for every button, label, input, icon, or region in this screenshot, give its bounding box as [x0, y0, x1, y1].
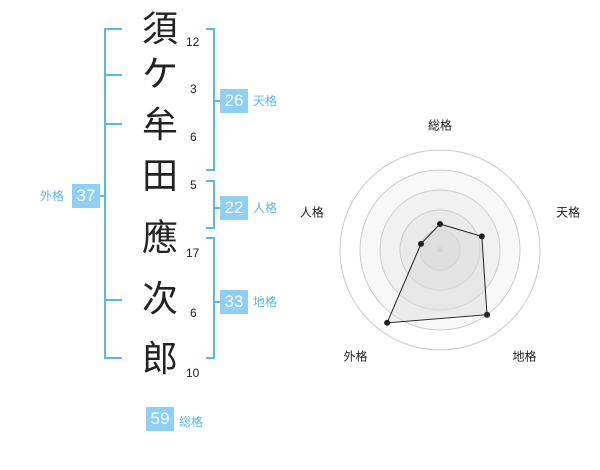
stroke-count-2: 3	[190, 82, 197, 96]
gaikaku-label: 外格	[40, 189, 65, 203]
name-char-4: 田	[141, 156, 178, 197]
stroke-count-6: 6	[190, 306, 197, 320]
name-char-2: ケ	[141, 54, 178, 95]
soukaku-label: 総格	[179, 415, 204, 429]
radar-polygon	[386, 223, 488, 324]
jinkaku-badge: 22	[220, 196, 248, 220]
radar-axis-label-1: 総格	[428, 118, 452, 133]
name-char-7: 郎	[141, 339, 178, 380]
radar-point-2	[478, 233, 485, 240]
jinkaku-label: 人格	[253, 201, 278, 215]
stroke-count-4: 5	[190, 178, 197, 192]
radar-point-4	[384, 319, 391, 326]
radar-axis-label-2: 天格	[556, 204, 580, 219]
tenkaku-label: 天格	[253, 94, 278, 108]
name-char-1: 須	[141, 9, 178, 50]
stroke-count-7: 10	[186, 366, 200, 380]
stroke-count-3: 6	[190, 130, 197, 144]
name-char-3: 牟	[141, 105, 178, 146]
chikaku-badge: 33	[220, 290, 248, 314]
radar-center	[437, 247, 443, 253]
stroke-count-1: 12	[186, 35, 200, 49]
soukaku-badge: 59	[146, 407, 174, 431]
jinkaku-bracket	[206, 180, 215, 229]
stroke-count-5: 17	[186, 246, 200, 260]
radar-axis-label-3: 地格	[513, 349, 537, 364]
radar-point-1	[437, 221, 443, 227]
gaikaku-bracket	[104, 28, 122, 359]
radar-point-3	[484, 311, 491, 318]
gaikaku-badge: 37	[72, 184, 100, 208]
name-char-5: 應	[141, 218, 178, 259]
name-char-6: 次	[141, 279, 178, 320]
tenkaku-bracket	[206, 28, 215, 171]
tenkaku-badge: 26	[220, 89, 248, 113]
chikaku-label: 地格	[253, 295, 278, 309]
chikaku-bracket	[206, 237, 215, 359]
radar-axis-label-4: 外格	[343, 349, 367, 364]
radar-axis-label-5: 人格	[300, 204, 324, 219]
radar-point-5	[417, 240, 424, 247]
